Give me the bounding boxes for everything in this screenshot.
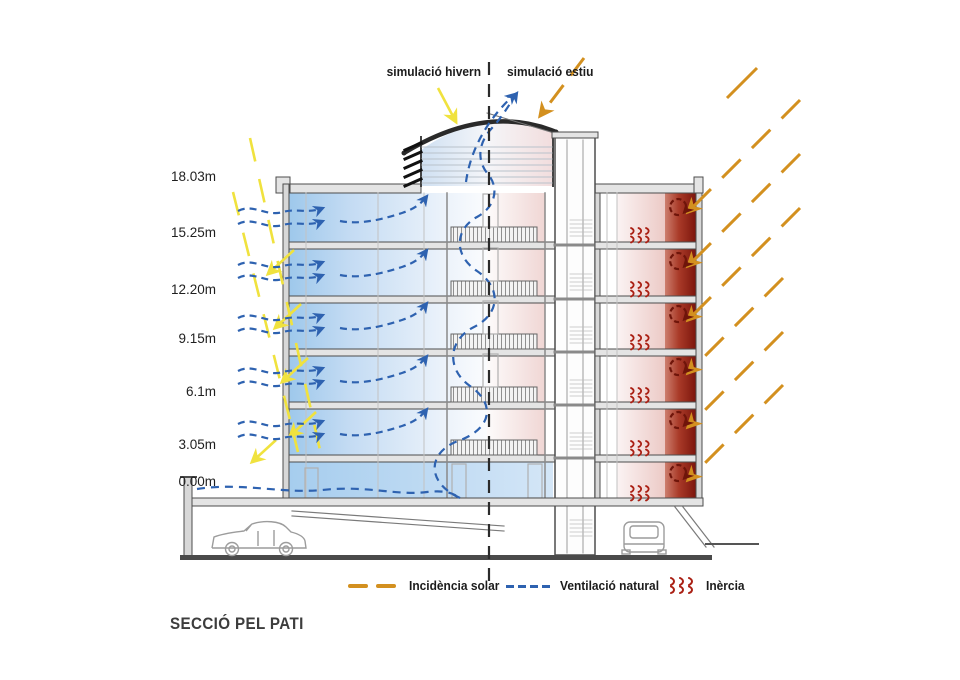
sunshade-louvers [403, 141, 423, 188]
heat-squiggles [630, 227, 650, 502]
inertia-label: Inèrcia [706, 578, 745, 593]
floor-level-label: 9.15m [178, 331, 216, 346]
parking-ramps [291, 506, 715, 548]
inertia-icon [670, 577, 693, 594]
cars [211, 520, 667, 557]
ventilation-arrows [196, 90, 519, 500]
building-structure [180, 112, 759, 560]
floor-level-label: 18.03m [170, 169, 216, 184]
natural-ventilation-icon [506, 585, 550, 588]
floor-level-label: 15.25m [170, 225, 216, 240]
inertia-symbols [630, 197, 695, 502]
summer-simulation-label: simulació estiu [507, 64, 594, 79]
ground-slab [191, 497, 704, 507]
stair-core-tower [551, 131, 599, 556]
right-facade [695, 192, 703, 501]
floor-level-label: 0.00m [178, 474, 216, 489]
solar-incidence-label: Incidència solar [409, 578, 500, 593]
winter-simulation-label: simulació hivern [386, 64, 481, 79]
stair-flights [569, 219, 593, 537]
stack-ventilation-path [433, 90, 519, 500]
solar-incidence-icon [348, 584, 396, 588]
section-caption: SECCIÓ PEL PATI [170, 615, 304, 633]
partitions-left [305, 192, 425, 499]
car-front-view [621, 521, 667, 555]
ground-line [180, 555, 712, 560]
floor-level-label: 3.05m [178, 437, 216, 452]
natural-ventilation-label: Ventilació natural [560, 578, 660, 593]
floor-level-label: 6.1m [185, 384, 216, 399]
left-facade [282, 183, 290, 501]
walkway-railings [450, 226, 538, 456]
summer-sun-arrows [538, 57, 802, 483]
partitions-right [606, 192, 618, 499]
floor-level-label: 12.20m [170, 282, 216, 297]
car-side-view [211, 520, 307, 557]
